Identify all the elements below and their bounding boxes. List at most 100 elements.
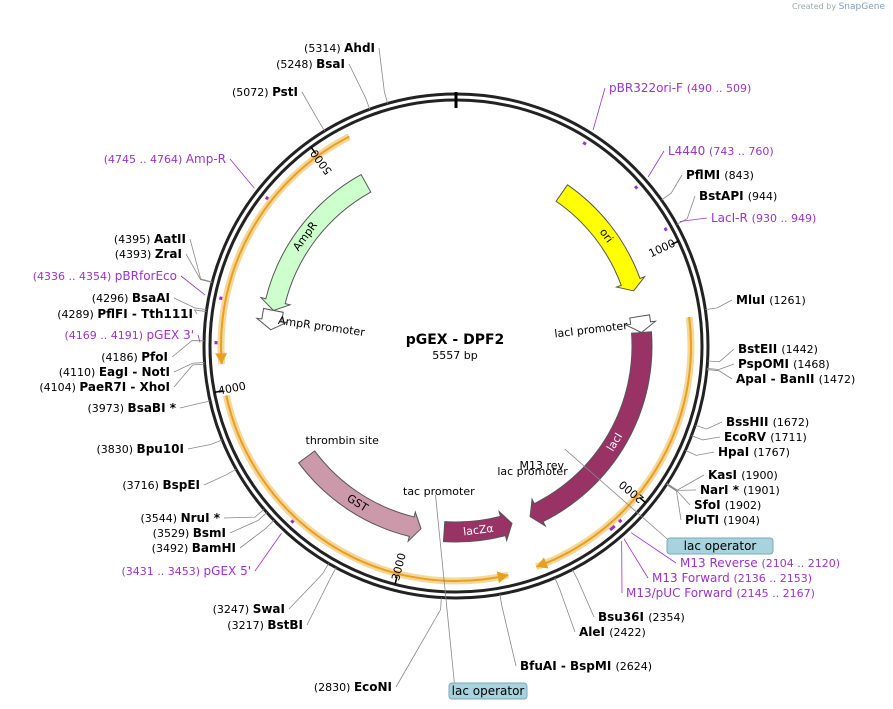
site-name: PflMI (686, 168, 724, 182)
site-position: (3247) (213, 603, 253, 616)
feature-label-lacI-promoter: lacI promoter (554, 319, 629, 341)
inner-label-2: tac promoter (403, 485, 475, 498)
site-name: BfuAI - BspMI (520, 659, 615, 673)
site-label-15: (3492) BamHI (152, 541, 236, 555)
site-name: BsmI (193, 526, 226, 540)
site-position: (4104) (39, 381, 79, 394)
site-position: (3529) (153, 527, 193, 540)
primer-leader-9 (254, 533, 282, 572)
primer-leader-2 (679, 217, 708, 222)
site-name: EcoNI (354, 680, 392, 694)
site-label-26: KasI (1900) (708, 468, 778, 482)
primer-label-2: LacI-R (930 .. 949) (711, 211, 816, 225)
site-leader-9 (173, 363, 205, 388)
site-position: (1901) (743, 484, 780, 497)
site-label-4: (4393) ZraI (115, 247, 182, 261)
site-name: BsaI (316, 57, 345, 71)
site-leader-34 (499, 594, 517, 667)
site-label-5: (4296) BsaAI (92, 291, 170, 305)
site-position: (4296) (92, 292, 132, 305)
site-label-34: BfuAI - BspMI (2624) (520, 659, 652, 673)
site-leader-19 (705, 299, 733, 310)
site-name: ZraI (155, 247, 182, 261)
primer-range: (2104 .. 2120) (762, 557, 841, 570)
site-label-9: (4104) PaeR7I - XhoI (39, 380, 170, 394)
site-name: BamHI (192, 541, 236, 555)
orf-arrowhead-1 (496, 571, 509, 584)
operator-leader-1 (435, 494, 456, 690)
primer-label-3: M13 Reverse (2104 .. 2120) (680, 556, 840, 570)
plasmid-name: pGEX - DPF2 (406, 332, 505, 348)
orf-arrowhead-2 (215, 353, 228, 364)
site-name: PflFI - Tth111I (97, 307, 193, 321)
site-position: (3492) (152, 542, 192, 555)
primer-name: M13 Reverse (680, 556, 762, 570)
primer-label-6: (4745 .. 4764) Amp-R (104, 152, 226, 166)
feature-label-AmpR-promoter: AmpR promoter (277, 314, 366, 339)
site-label-29: PluTI (1904) (685, 513, 760, 527)
site-label-28: SfoI (1902) (694, 498, 761, 512)
site-name: Bsu36I (598, 610, 648, 624)
site-leader-24 (691, 435, 721, 441)
primer-leader-7 (180, 275, 206, 296)
primer-name: pGEX 5' (204, 564, 251, 578)
site-leader-18 (395, 597, 442, 688)
site-name: AatII (154, 232, 186, 246)
site-layer: (5314) AhdI(5248) BsaI(5072) PstI(4395) … (39, 41, 855, 694)
primer-name: pGEX 3' (147, 328, 194, 342)
primer-name: pBR322ori-F (609, 81, 687, 95)
site-position: (2422) (609, 626, 646, 639)
tick-2000 (638, 497, 647, 504)
site-position: (4186) (101, 351, 141, 364)
primer-mark-6 (264, 195, 270, 201)
site-name: BstBI (267, 618, 303, 632)
primer-name: Amp-R (186, 152, 226, 166)
site-label-19: MluI (1261) (736, 293, 806, 307)
primer-leader-3 (630, 532, 677, 564)
primer-layer: pBR322ori-F (490 .. 509)L4440 (743 .. 76… (33, 81, 840, 600)
site-position: (1261) (769, 294, 806, 307)
orf-arc-1 (225, 395, 509, 582)
inner-label-1: M13 rev (520, 459, 565, 472)
site-leader-22 (706, 369, 733, 380)
site-label-18: (2830) EcoNI (314, 680, 392, 694)
tick-3000 (394, 576, 398, 585)
site-leader-0 (378, 47, 389, 104)
site-leader-21 (706, 363, 735, 370)
primer-range: (490 .. 509) (687, 82, 752, 95)
site-label-21: PspOMI (1468) (738, 357, 830, 371)
site-label-27: NarI * (1901) (700, 483, 780, 497)
site-position: (4289) (57, 308, 97, 321)
site-name: SfoI (694, 498, 725, 512)
primer-leader-8 (197, 334, 201, 343)
feature-lacZa (442, 509, 513, 543)
site-position: (4393) (115, 248, 155, 261)
plasmid-length: 5557 bp (432, 349, 477, 362)
site-label-10: (3973) BsaBI * (87, 401, 176, 415)
feature-AmpR (259, 173, 372, 311)
primer-leader-1 (647, 150, 665, 178)
site-leader-12 (203, 468, 237, 486)
site-position: (2830) (314, 681, 354, 694)
site-leader-30 (661, 174, 683, 201)
primer-name: L4440 (668, 144, 709, 158)
primer-label-9: (3431 .. 3453) pGEX 5' (121, 564, 251, 578)
credit-prefix: Created by (792, 2, 837, 11)
site-position: (1767) (753, 446, 790, 459)
backbone (202, 92, 710, 600)
feature-lacI-promoter (623, 314, 658, 334)
operator-box-1 (448, 682, 528, 700)
site-name: BssHII (726, 415, 773, 429)
site-leader-25 (685, 450, 715, 456)
site-position: (3973) (87, 402, 127, 415)
primer-mark-3 (618, 518, 623, 524)
site-name: AhdI (344, 41, 375, 55)
site-leader-28 (666, 483, 691, 506)
primer-range: (2145 .. 2167) (736, 587, 815, 600)
site-label-33: AleI (2422) (579, 625, 646, 639)
site-label-32: Bsu36I (2354) (598, 610, 685, 624)
site-name: ApaI - BanII (736, 372, 819, 386)
site-name: BstEII (738, 342, 781, 356)
snapgene-logo: SnapGene (838, 2, 885, 12)
